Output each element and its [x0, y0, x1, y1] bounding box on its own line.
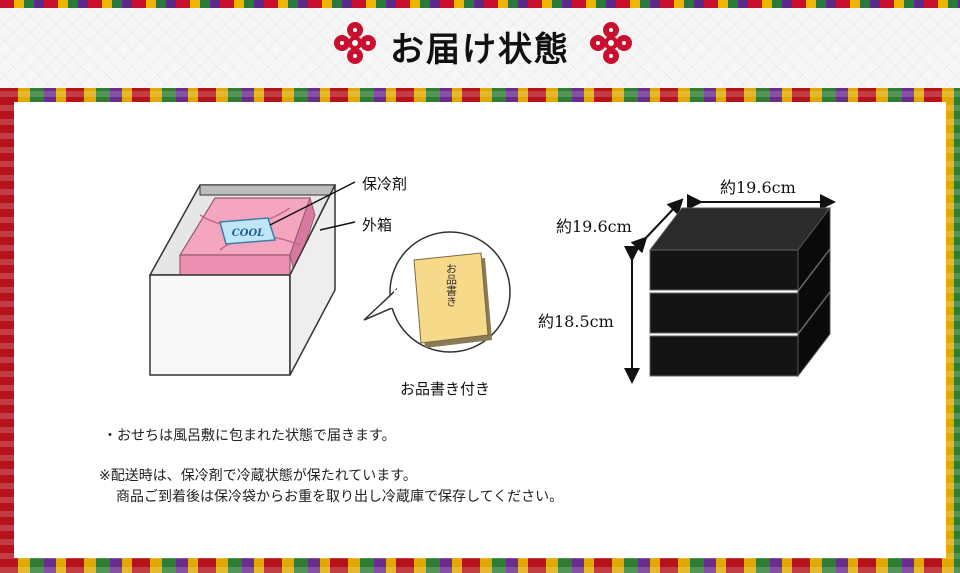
height-label: 約18.5cm — [538, 312, 614, 331]
depth-label: 約19.6cm — [556, 217, 632, 236]
ice-pack-callout: 保冷剤 — [362, 175, 408, 193]
outer-box-callout: 外箱 — [362, 216, 393, 234]
cool-pack-icon: COOL — [219, 217, 277, 245]
note-line-1: ・おせちは風呂敷に包まれた状態で届きます。 — [103, 428, 396, 444]
header-band — [0, 8, 960, 88]
note-line-3: 商品ご到着後は保冷袋からお重を取り出し冷蔵庫で保存してください。 — [116, 489, 564, 505]
depth-arrow — [630, 198, 684, 254]
shipping-box-illustration: COOL お品書き — [148, 181, 511, 376]
menu-card-text: お品書き — [445, 263, 458, 307]
page-title: お届け状態 — [390, 30, 570, 70]
outer-box-leader-line — [319, 221, 356, 231]
jubako-illustration — [624, 194, 836, 384]
crest-right-icon — [590, 22, 632, 64]
top-pattern-border — [0, 0, 960, 8]
cool-pack-label: COOL — [232, 228, 264, 239]
menu-card-bubble: お品書き — [363, 231, 511, 353]
crest-left-icon — [334, 22, 376, 64]
note-line-2: ※配送時は、保冷剤で冷蔵状態が保たれています。 — [99, 468, 417, 484]
width-label: 約19.6cm — [720, 178, 796, 197]
menu-card-caption: お品書き付き — [400, 380, 491, 398]
ice-pack-leader-line — [269, 181, 356, 226]
